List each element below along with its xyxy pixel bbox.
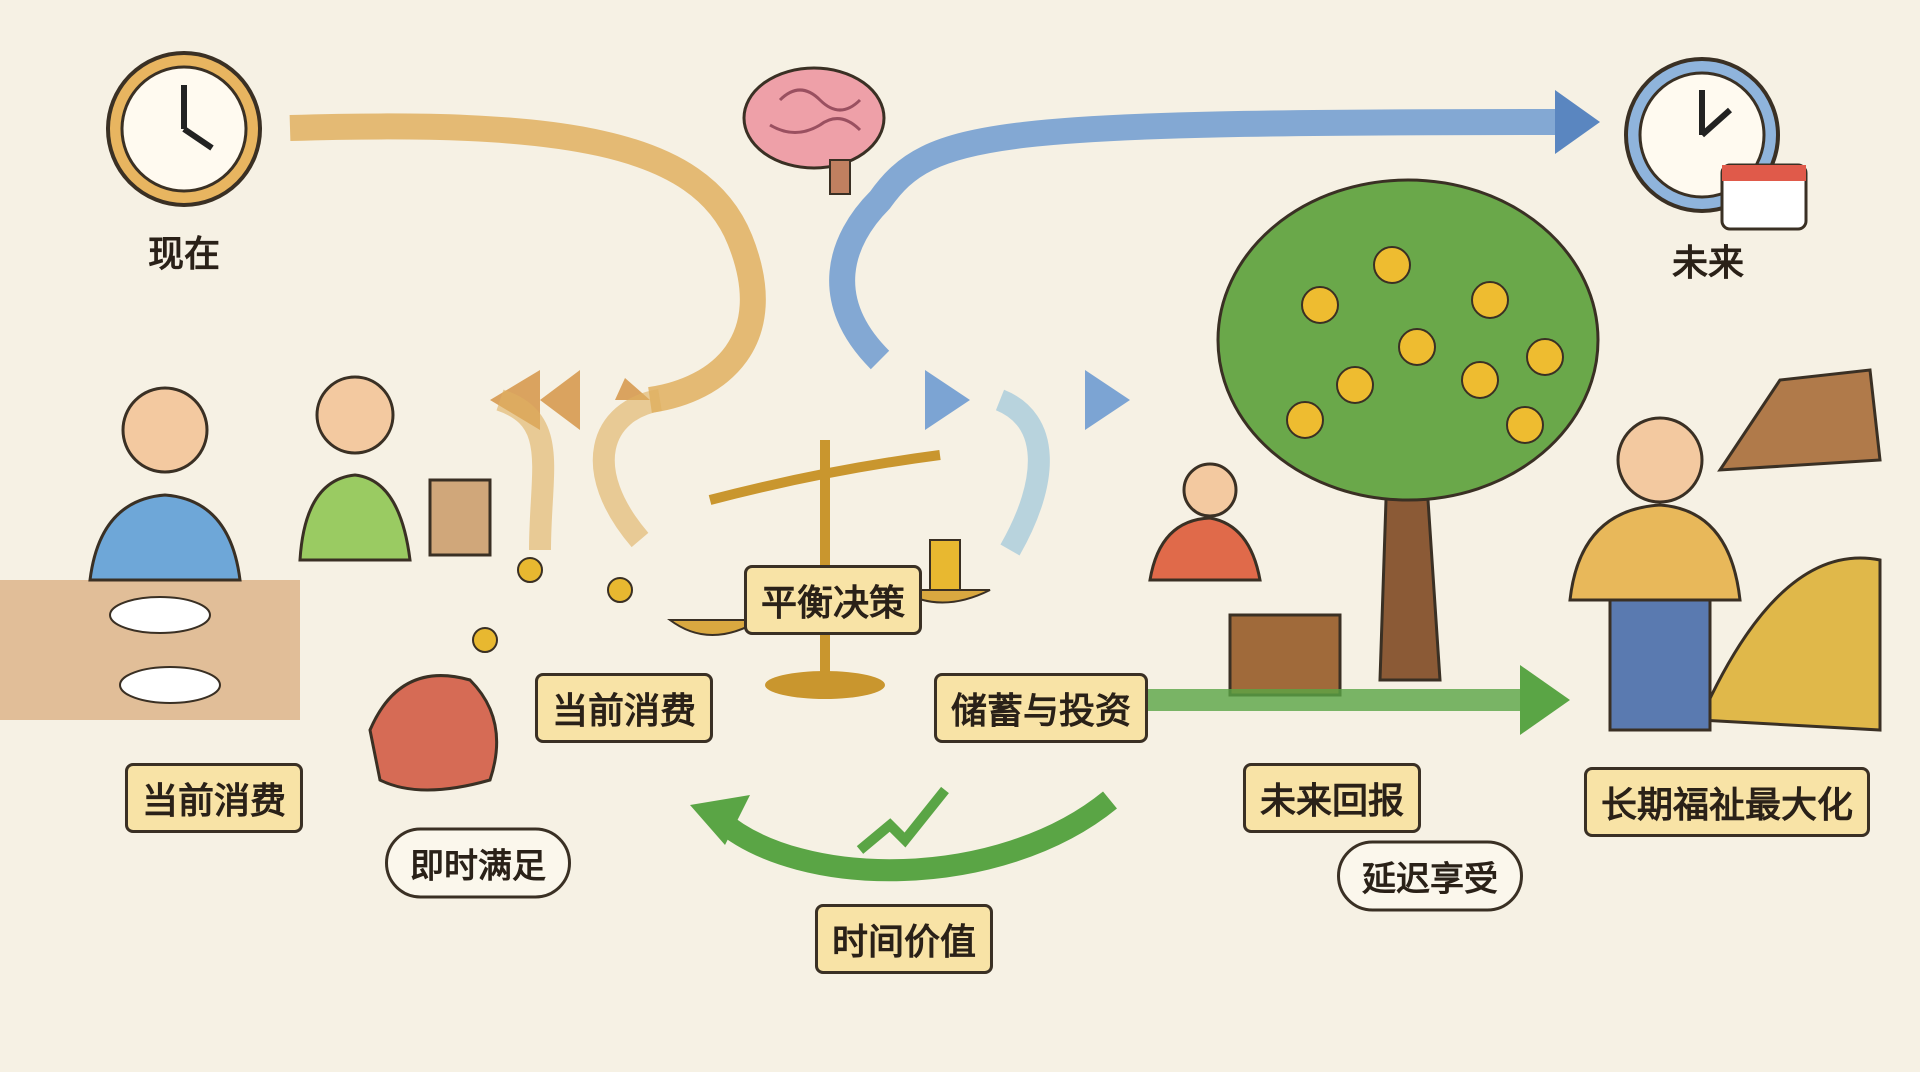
balanced-decision-label: 平衡决策	[743, 565, 923, 635]
current-consumption-center-label: 当前消费	[534, 673, 714, 743]
purse-icon	[368, 557, 633, 792]
time-value-label: 时间价值	[814, 904, 994, 974]
money-tree-icon	[1148, 178, 1600, 697]
retiree-illustration	[1568, 368, 1882, 732]
future-path	[829, 109, 1561, 370]
future-returns-label: 未来回报	[1242, 763, 1422, 833]
saving-investment-label: 储蓄与投资	[933, 673, 1149, 743]
delayed-gratification-bubble: 延迟享受	[1337, 840, 1523, 912]
present-path	[289, 113, 766, 413]
balance-scale-icon	[666, 440, 991, 699]
clock-future-icon	[1624, 57, 1808, 231]
current-consumption-label: 当前消费	[124, 763, 304, 833]
future-label: 未来	[1671, 243, 1745, 284]
instant-gratification-bubble: 即时满足	[385, 827, 571, 899]
brain-icon	[742, 66, 886, 195]
consumers-illustration	[0, 375, 492, 720]
long-term-welfare-label: 长期福祉最大化	[1583, 767, 1871, 837]
time-value-arrow	[712, 791, 1117, 882]
now-label: 现在	[147, 234, 221, 275]
clock-now-icon	[106, 51, 262, 207]
